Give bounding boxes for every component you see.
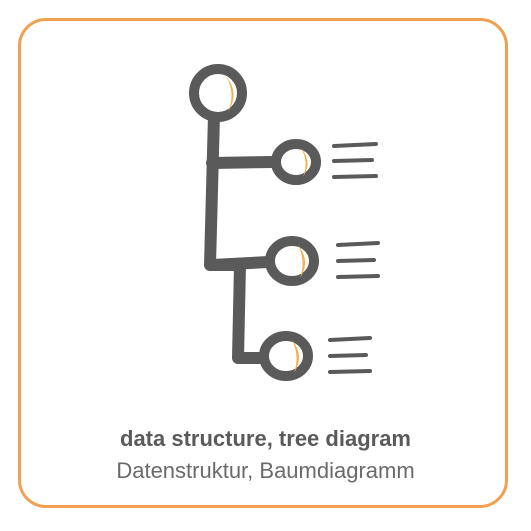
child-node-1	[271, 139, 321, 185]
trunk-line	[204, 109, 268, 364]
text-lines-1	[332, 142, 378, 179]
branch-line-2	[206, 256, 274, 271]
branch-line-1	[206, 156, 278, 169]
child-node-3	[259, 331, 313, 381]
tree-branches	[204, 109, 278, 364]
caption-title: data structure, tree diagram	[120, 426, 411, 451]
text-lines-3	[328, 336, 372, 374]
root-node	[189, 64, 247, 122]
child-node-2	[265, 236, 319, 286]
caption-subtitle: Datenstruktur, Baumdiagramm	[116, 458, 415, 483]
text-lines-2	[336, 241, 380, 279]
